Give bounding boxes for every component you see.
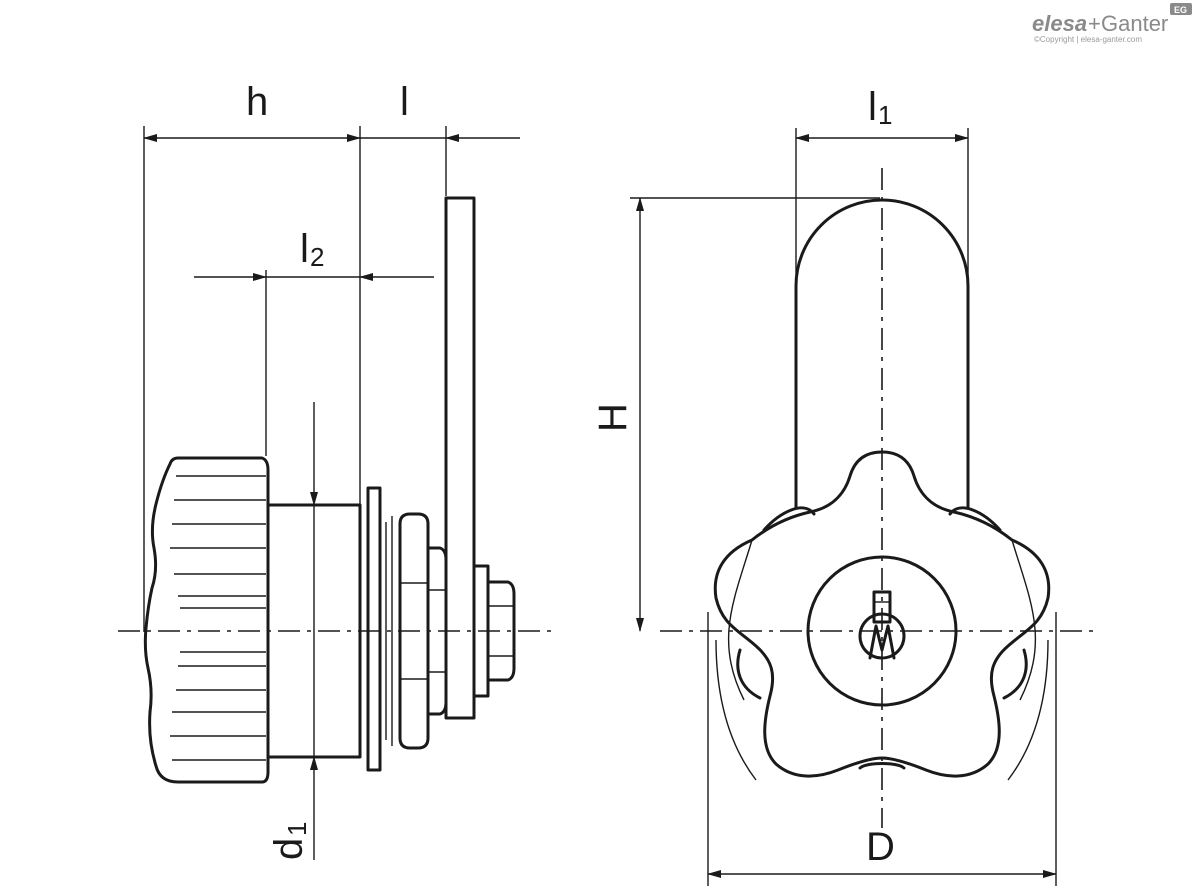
- dim-label-H: H: [591, 403, 635, 432]
- svg-text:2: 2: [310, 242, 324, 272]
- front-keyhole-ring: [858, 612, 906, 660]
- dim-label-d1: d 1: [267, 822, 312, 860]
- dim-label-l: l: [400, 80, 409, 124]
- svg-text:1: 1: [878, 100, 892, 130]
- dim-label-D: D: [866, 825, 895, 869]
- front-lock-face: [806, 555, 958, 707]
- side-screw-head: [486, 580, 516, 682]
- front-star-knob: [713, 450, 1051, 778]
- svg-text:1: 1: [282, 822, 312, 836]
- side-panel-washer: [366, 486, 382, 772]
- brand-name-part1: elesa: [1032, 11, 1087, 36]
- svg-text:d: d: [267, 838, 311, 860]
- brand-plus: +: [1088, 11, 1101, 36]
- key-icon: [868, 590, 896, 660]
- front-cam-blade: [794, 198, 970, 510]
- side-view: h l l 2 d 1: [118, 80, 556, 860]
- dim-label-l1: l 1: [868, 85, 892, 130]
- side-knob-outline: [143, 456, 270, 784]
- dim-label-h: h: [246, 80, 268, 124]
- front-view: l 1 H D: [591, 85, 1100, 886]
- side-hex-nut: [398, 512, 430, 750]
- side-screw-washer: [472, 564, 490, 698]
- brand-name-part2: Ganter: [1101, 11, 1168, 36]
- dim-label-l2: l 2: [300, 227, 324, 272]
- svg-text:l: l: [868, 85, 877, 129]
- svg-text:l: l: [300, 227, 309, 271]
- brand-mark-badge: [1170, 3, 1192, 15]
- knurl-lines: [170, 475, 266, 761]
- brand-mark: EG: [1174, 5, 1187, 15]
- side-cam-blade: [444, 196, 476, 720]
- brand-logo: elesa + Ganter EG ©Copyright | elesa-gan…: [1032, 3, 1192, 44]
- brand-copyright: ©Copyright | elesa-ganter.com: [1034, 35, 1142, 44]
